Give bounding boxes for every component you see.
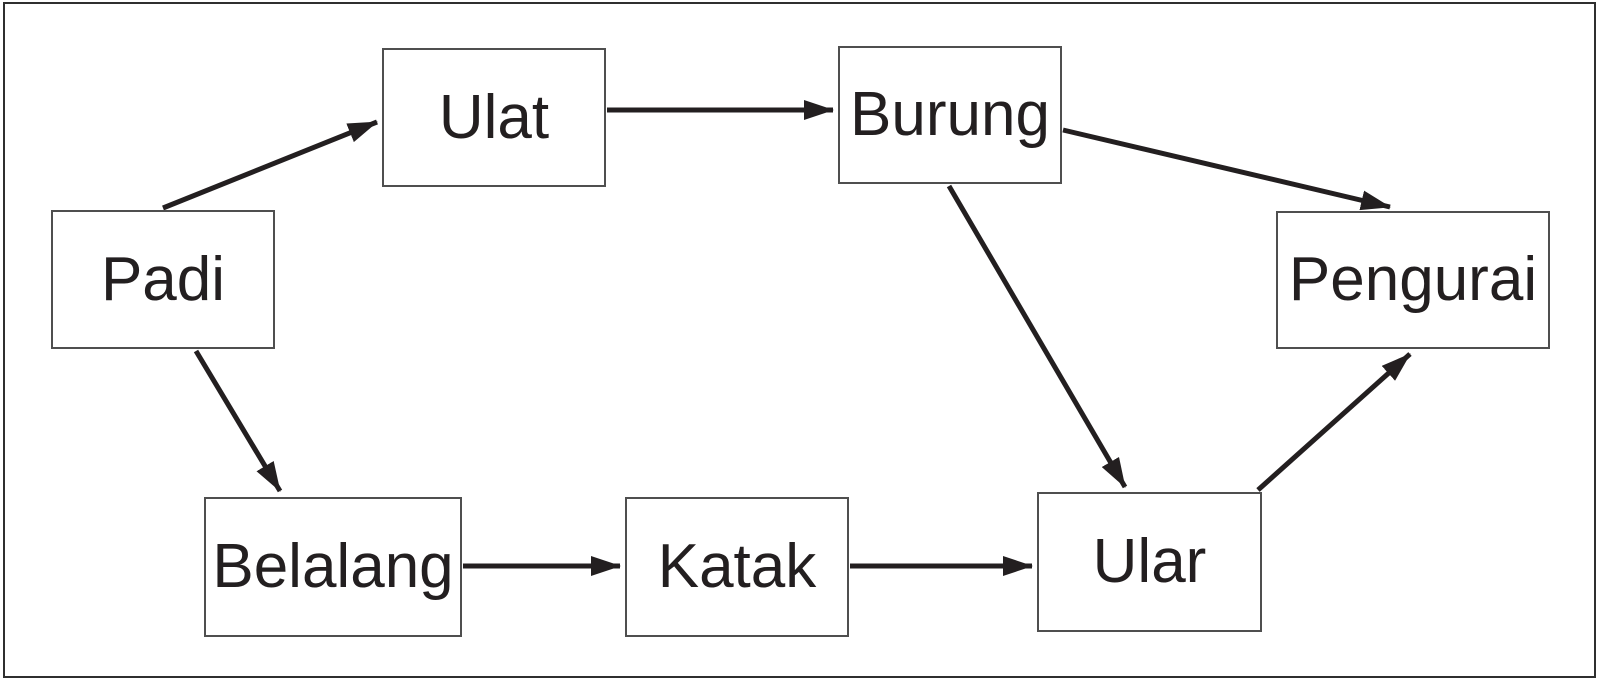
node-padi-label: Padi [100,244,226,314]
node-burung: Burung [838,46,1062,184]
node-ulat-label: Ulat [438,82,550,152]
node-padi: Padi [51,210,275,349]
node-ular: Ular [1037,492,1262,632]
node-katak: Katak [625,497,849,637]
node-ular-label: Ular [1092,527,1207,596]
node-burung-label: Burung [850,80,1050,149]
node-ulat: Ulat [382,48,606,187]
node-pengurai-label: Pengurai [1288,245,1538,314]
diagram-outer-border [3,2,1596,678]
node-belalang: Belalang [204,497,462,637]
node-katak-label: Katak [657,532,817,601]
node-pengurai: Pengurai [1276,211,1550,349]
node-belalang-label: Belalang [212,532,454,601]
